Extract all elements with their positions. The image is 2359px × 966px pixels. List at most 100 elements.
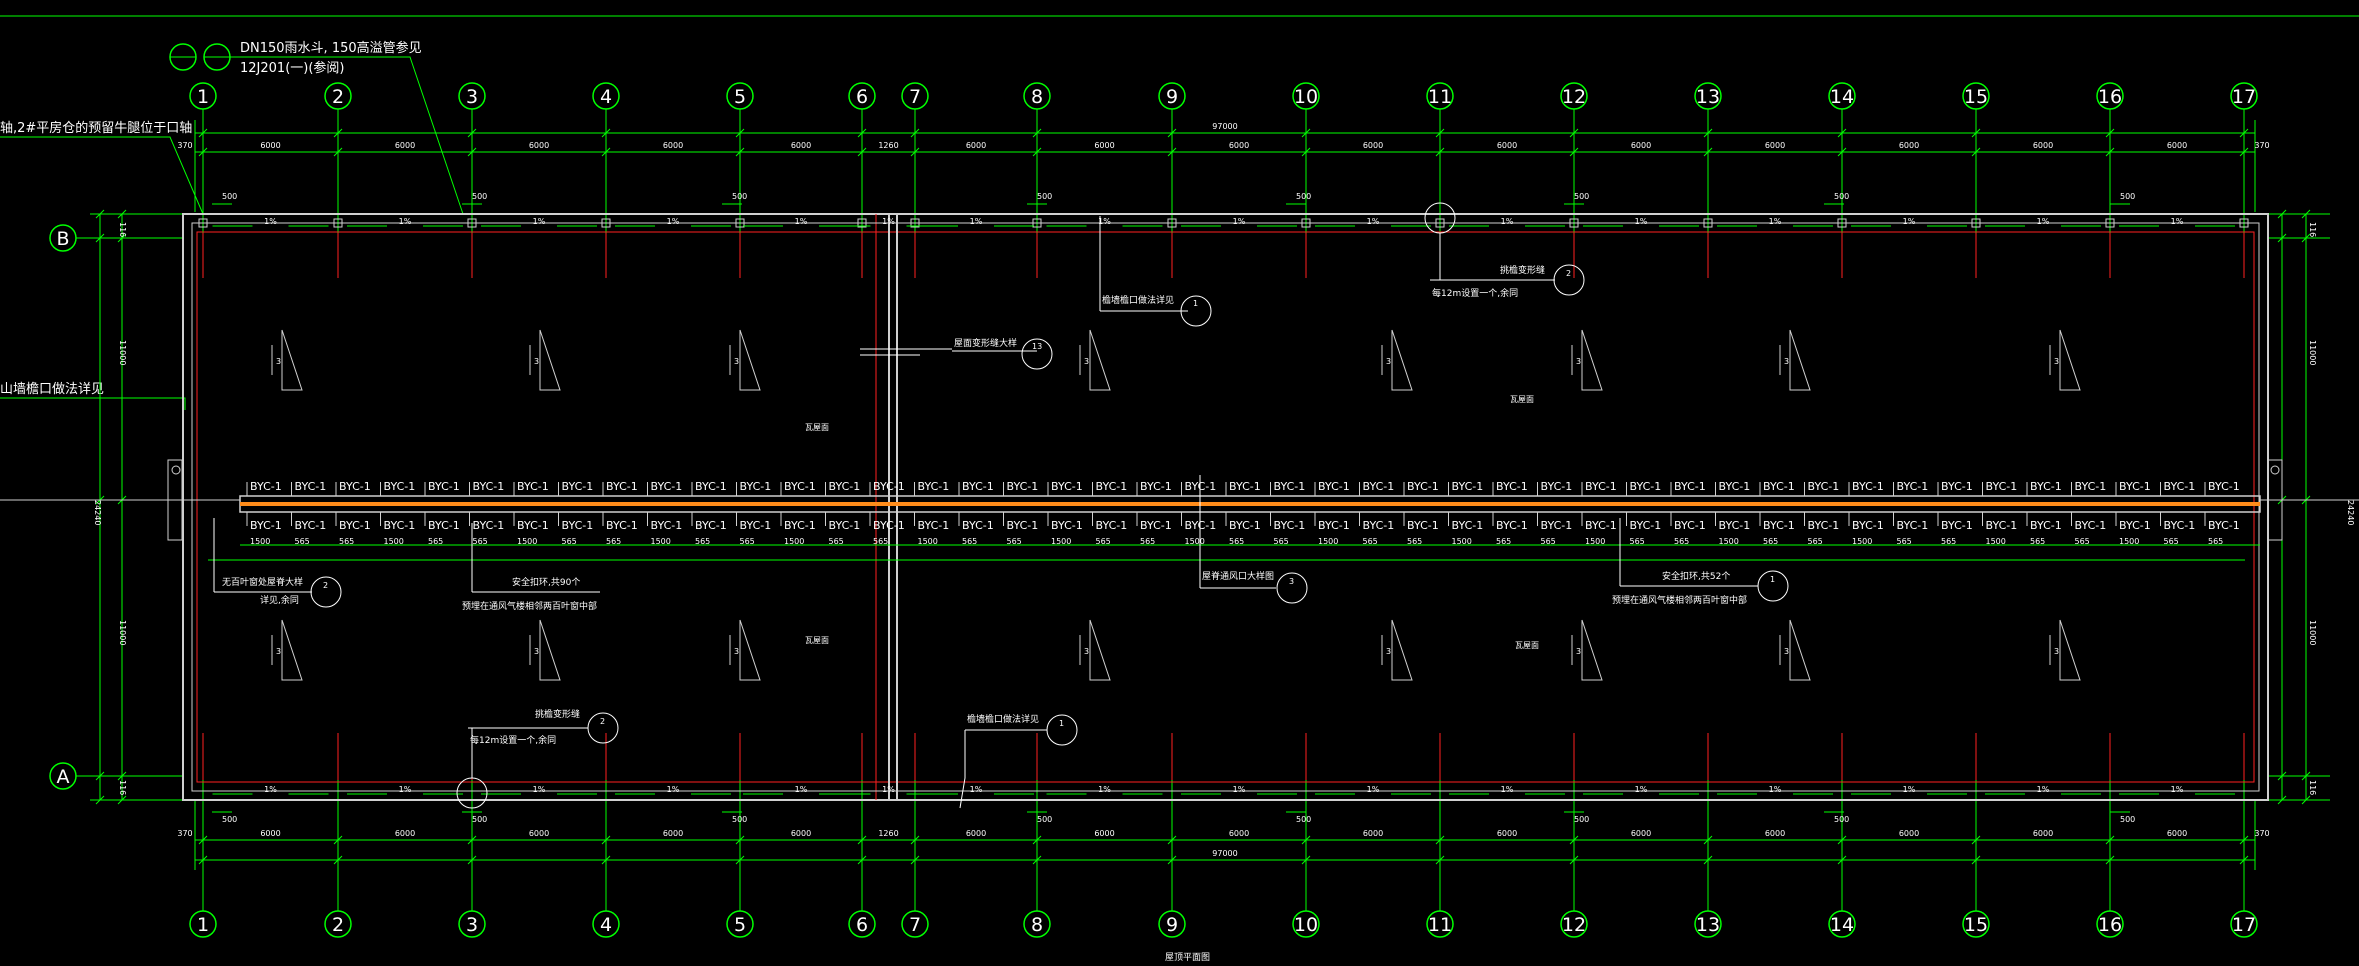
byc-label-top-2: BYC-1 — [339, 480, 371, 493]
top-note-leader — [230, 56, 464, 215]
roof-drain-top-13 — [1837, 218, 1847, 228]
slope-text-bottom-8: 1% — [1233, 785, 1246, 794]
slope-text-bottom-14: 1% — [2037, 785, 2050, 794]
dim-bay-2-0: 6000 — [260, 829, 280, 838]
top-left-callout: DN150雨水斗, 150高溢管参见 12J201(一)(参阅) — [169, 40, 464, 215]
roof-drain-top-3 — [601, 218, 611, 228]
slope-text-top-1: 1% — [399, 217, 412, 226]
slope-text-top-12: 1% — [1769, 217, 1782, 226]
byc-label-top-5: BYC-1 — [473, 480, 505, 493]
building-outer-wall — [182, 213, 2269, 801]
byc-label-top-9: BYC-1 — [651, 480, 683, 493]
axis-label-bottom-5: 5 — [734, 914, 746, 936]
byc-label-bot-41: BYC-1 — [2075, 519, 2107, 532]
axis-label-bottom-10: 10 — [1294, 914, 1318, 936]
slope-text-bottom-13: 1% — [1903, 785, 1916, 794]
axis-label-bottom-17: 17 — [2232, 914, 2256, 936]
byc-label-bot-11: BYC-1 — [740, 519, 772, 532]
axis-label-top-2: 2 — [332, 86, 344, 108]
byc-label-bot-29: BYC-1 — [1541, 519, 1573, 532]
slope-mark-tri-lower-2 — [739, 619, 761, 681]
dim-bay-2-8: 6000 — [1229, 829, 1249, 838]
left-note-mid-leader — [0, 397, 186, 410]
dim-bay-2-2: 6000 — [529, 829, 549, 838]
spot-dim-bot-1: 500 — [472, 815, 487, 824]
slope-text-top-14: 1% — [2037, 217, 2050, 226]
ridge-dim-1: 565 — [295, 537, 310, 546]
top-note-line1: DN150雨水斗, 150高溢管参见 — [240, 40, 422, 56]
byc-label-top-32: BYC-1 — [1674, 480, 1706, 493]
byc-label-top-7: BYC-1 — [562, 480, 594, 493]
byc-label-top-14: BYC-1 — [873, 480, 905, 493]
dim-bay-2-14: 6000 — [2033, 829, 2053, 838]
callout-eave-detail2: 檐墙檐口做法详见 — [967, 713, 1039, 725]
byc-label-top-41: BYC-1 — [2075, 480, 2107, 493]
callout-vent-num: 3 — [1289, 577, 1294, 586]
callout-no-shutter-num: 2 — [323, 581, 328, 590]
spot-dim-bot-3: 500 — [1037, 815, 1052, 824]
byc-label-bot-32: BYC-1 — [1674, 519, 1706, 532]
dim-bay-2-6: 6000 — [966, 829, 986, 838]
slope-text-bottom-4: 1% — [795, 785, 808, 794]
byc-label-bot-44: BYC-1 — [2208, 519, 2240, 532]
right-dim-bottom: 116 — [2308, 780, 2317, 795]
slope-mark-tri-lower-6 — [1789, 619, 1811, 681]
ridge-dim-19: 565 — [1096, 537, 1111, 546]
axis-label-bottom-13: 13 — [1696, 914, 1720, 936]
callout-deform-joint2: 挑檐变形缝 — [535, 708, 580, 720]
slope-mark-tri-upper-5 — [1581, 329, 1603, 391]
roof-drain-top-6 — [910, 218, 920, 228]
byc-label-top-40: BYC-1 — [2030, 480, 2062, 493]
slope-mark-num-lower-6: 3 — [1784, 647, 1789, 656]
axis-label-top-16: 16 — [2098, 86, 2122, 108]
parapet-red-line — [196, 231, 2255, 783]
byc-label-top-34: BYC-1 — [1763, 480, 1795, 493]
slope-text-bottom-2: 1% — [533, 785, 546, 794]
right-dim-total: 24240 — [2346, 500, 2355, 525]
vent-end-left — [167, 459, 183, 541]
right-dim-top: 116 — [2308, 222, 2317, 237]
drawing-title: 屋顶平面图 — [1165, 952, 1210, 962]
callout-roof-joint: 屋面变形缝大样 — [954, 337, 1017, 349]
ridge-dim-27: 1500 — [1452, 537, 1472, 546]
callout-eave2-bubble — [1046, 714, 1078, 746]
ridge-dim-4: 565 — [428, 537, 443, 546]
callout-ring1-sub: 预埋在通风气楼相邻两百叶窗中部 — [462, 600, 597, 612]
axis-label-bottom-1: 1 — [197, 914, 209, 936]
byc-label-bot-36: BYC-1 — [1852, 519, 1884, 532]
slope-text-bottom-7: 1% — [1098, 785, 1111, 794]
spot-dim-bot-7: 500 — [2120, 815, 2135, 824]
ridge-dim-14: 565 — [873, 537, 888, 546]
slope-text-bottom-12: 1% — [1769, 785, 1782, 794]
spot-dim-bot-0: 500 — [222, 815, 237, 824]
slope-text-top-8: 1% — [1233, 217, 1246, 226]
dim-bay-1-4: 6000 — [791, 141, 811, 150]
ridge-dim-7: 565 — [562, 537, 577, 546]
ridge-dim-16: 565 — [962, 537, 977, 546]
dim-bay-2-4: 6000 — [791, 829, 811, 838]
axis-label-bottom-16: 16 — [2098, 914, 2122, 936]
roof-drain-top-0 — [198, 218, 208, 228]
dim-bay-2-5: 1260 — [878, 829, 898, 838]
ridge-dim-20: 565 — [1140, 537, 1155, 546]
byc-label-top-37: BYC-1 — [1897, 480, 1929, 493]
callout-roof-joint-bubble — [1021, 338, 1053, 370]
slope-mark-tri-lower-5 — [1581, 619, 1603, 681]
byc-label-top-15: BYC-1 — [918, 480, 950, 493]
ridge-dim-6: 1500 — [517, 537, 537, 546]
axis-label-bottom-4: 4 — [600, 914, 612, 936]
slope-text-bottom-9: 1% — [1367, 785, 1380, 794]
callout-deform2-num: 2 — [600, 717, 605, 726]
slope-mark-num-upper-3: 3 — [1084, 357, 1089, 366]
callout-see-same: 详见,余同 — [260, 594, 299, 606]
left-note-mid: 山墙檐口做法详见 — [0, 382, 104, 397]
byc-label-bot-26: BYC-1 — [1407, 519, 1439, 532]
slope-mark-num-lower-4: 3 — [1386, 647, 1391, 656]
byc-label-bot-27: BYC-1 — [1452, 519, 1484, 532]
byc-label-top-4: BYC-1 — [428, 480, 460, 493]
spot-dim-top-1: 500 — [472, 192, 487, 201]
ridge-vent-layer — [0, 459, 2359, 561]
ridge-dim-12: 1500 — [784, 537, 804, 546]
callout-vent-detail: 屋脊通风口大样图 — [1202, 570, 1274, 582]
